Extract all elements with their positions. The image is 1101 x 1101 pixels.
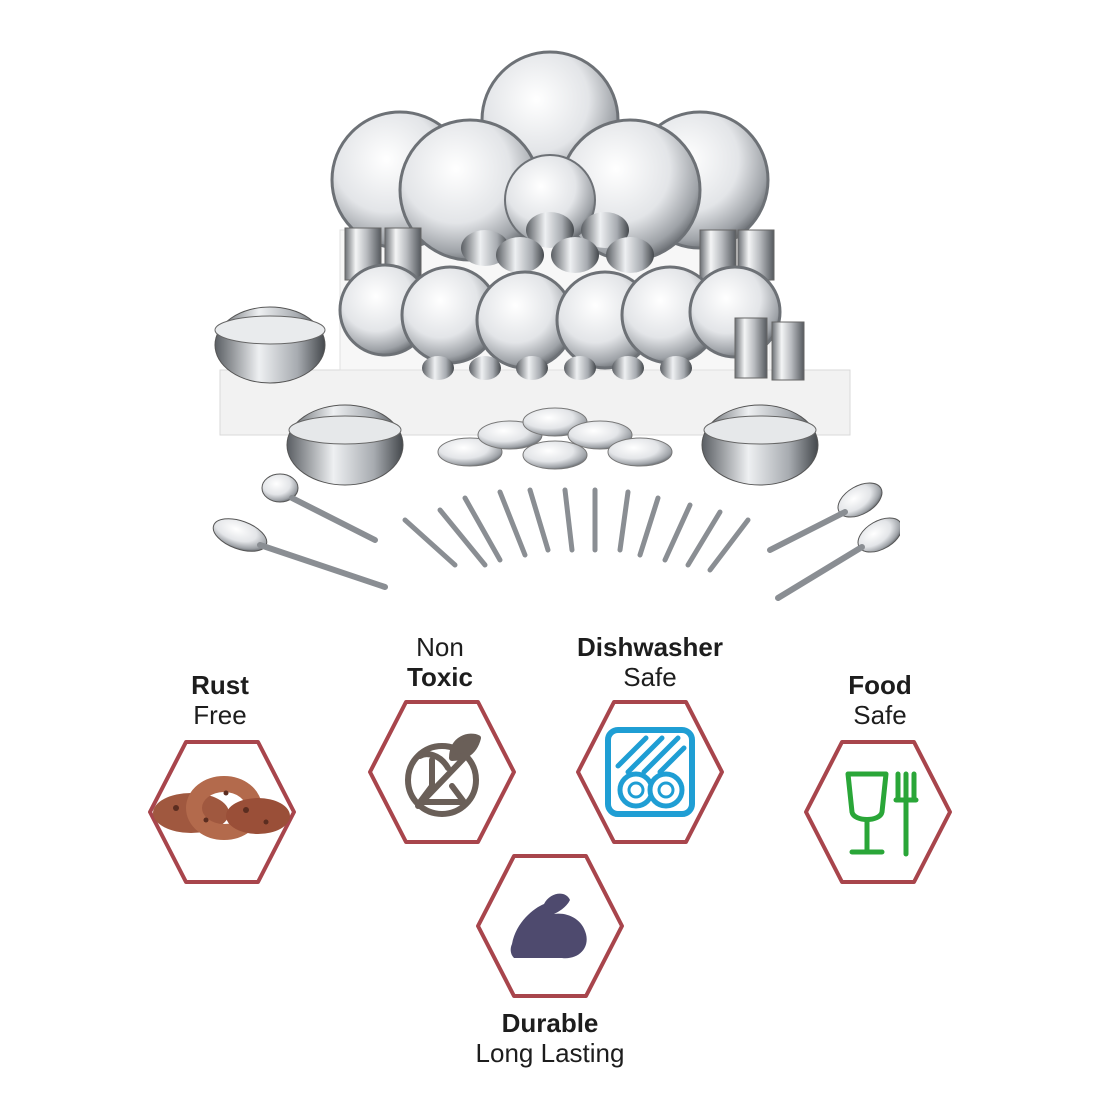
feature-title: Dishwasher: [577, 632, 723, 662]
feature-food-safe: Food Safe: [810, 670, 950, 730]
leaf-flask-icon: [405, 733, 481, 817]
feature-dishwasher-safe: Dishwasher Safe: [555, 632, 745, 692]
durable-badge: [476, 854, 624, 998]
serving-spoons: [212, 473, 900, 601]
flexed-arm-icon: [510, 893, 587, 959]
feature-subtitle: Safe: [623, 662, 677, 692]
feature-title: Food: [848, 670, 912, 700]
feature-subtitle: Long Lasting: [475, 1038, 625, 1068]
feature-rust-free: Rust Free: [150, 670, 290, 730]
feature-subtitle: Free: [193, 700, 247, 730]
katori-bowls: [461, 212, 654, 273]
non-toxic-badge: [368, 700, 516, 844]
rusted-chain-icon: [153, 776, 290, 840]
glass-fork-icon: [845, 771, 919, 857]
feature-non-toxic: Non Toxic: [370, 632, 510, 692]
cutlery-set: [402, 487, 751, 573]
food-safe-badge: [804, 740, 952, 884]
dishwasher-safe-badge: [576, 700, 724, 844]
quarter-plates: [338, 263, 782, 370]
feature-subtitle: Safe: [853, 700, 907, 730]
rust-free-badge: [148, 740, 296, 884]
feature-title: Durable: [501, 1008, 599, 1038]
dinner-set-illustration: [212, 50, 900, 601]
feature-title: Rust: [191, 670, 249, 700]
feature-subtitle: Toxic: [407, 662, 473, 692]
dishwasher-icon: [605, 727, 695, 817]
feature-title: Non: [416, 632, 464, 662]
feature-durable: Durable Long Lasting: [440, 1008, 660, 1068]
